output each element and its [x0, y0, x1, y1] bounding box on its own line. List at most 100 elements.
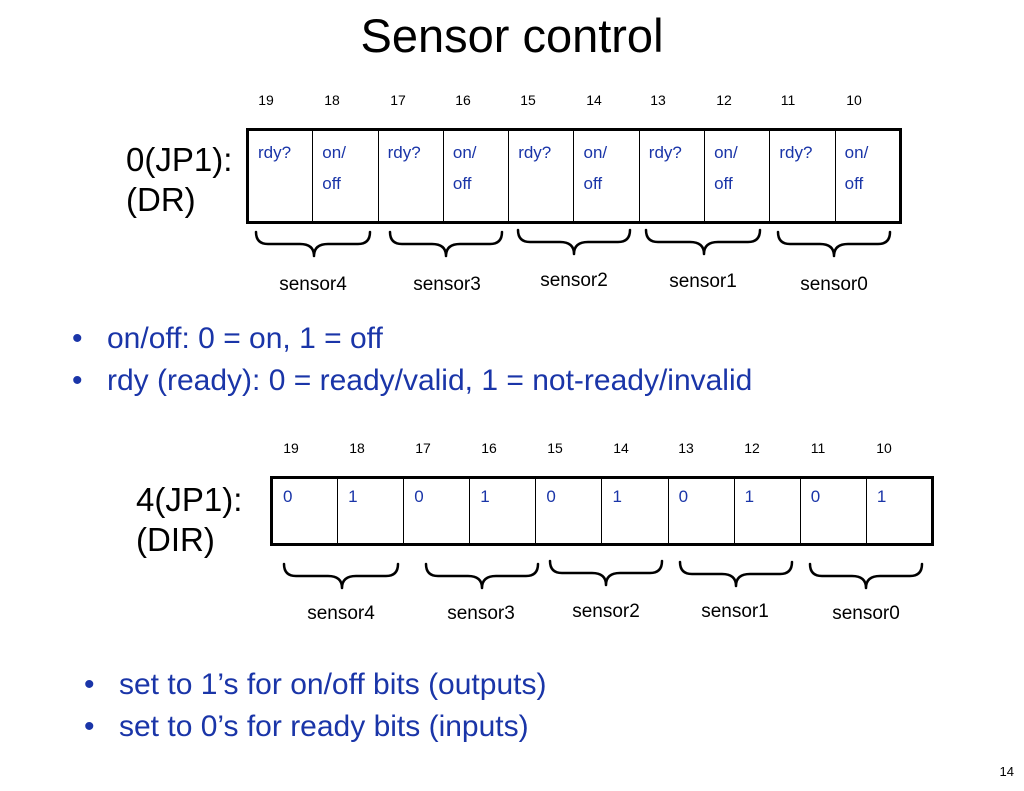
- register1-table: rdy? on/off rdy? on/off rdy? on/off rdy?…: [246, 128, 902, 224]
- cell-line: rdy?: [387, 143, 421, 162]
- cell-line: off: [583, 174, 603, 193]
- sensor-label: sensor2: [540, 270, 608, 291]
- brace-sensor1: [678, 560, 794, 588]
- cell-line: on/: [322, 143, 346, 162]
- bullet-text: set to 0’s for ready bits (inputs): [119, 710, 529, 743]
- brace-sensor4: [282, 562, 400, 590]
- bullet-item: • set to 0’s for ready bits (inputs): [84, 706, 546, 748]
- sensor-label: sensor0: [800, 274, 868, 295]
- bullet-item: • rdy (ready): 0 = ready/valid, 1 = not-r…: [72, 360, 752, 402]
- bit-number: 10: [876, 440, 892, 456]
- register2-cell: 0: [535, 477, 603, 545]
- cell-value: 0: [414, 487, 424, 506]
- register1-address: 0(JP1):: [126, 141, 233, 178]
- register1-cell: on/off: [573, 129, 640, 223]
- bullet-item: • set to 1’s for on/off bits (outputs): [84, 664, 546, 706]
- register2-label: 4(JP1): (DIR): [136, 480, 242, 560]
- bullet-text: set to 1’s for on/off bits (outputs): [119, 668, 547, 701]
- cell-value: 0: [810, 487, 821, 506]
- bullet-item: •on/off: 0 = on, 1 = off: [72, 318, 752, 360]
- bullet-list-2: • set to 1’s for on/off bits (outputs) • s…: [84, 664, 546, 748]
- register1-cell: on/off: [704, 129, 771, 223]
- brace-sensor2: [516, 228, 632, 256]
- brace-sensor0: [776, 230, 892, 258]
- bit-number: 19: [283, 440, 299, 456]
- cell-value: 0: [678, 487, 689, 506]
- register2-cell: 1: [337, 477, 405, 545]
- page-number: 14: [999, 764, 1014, 779]
- bit-number: 15: [520, 92, 536, 108]
- register2-cell: 0: [270, 477, 339, 545]
- register2-table: 0 1 0 1 0 1 0 1 0 1: [270, 476, 934, 546]
- bit-number: 15: [547, 440, 563, 456]
- cell-value: 1: [876, 487, 887, 506]
- bit-number: 16: [455, 92, 471, 108]
- bit-number: 14: [586, 92, 602, 108]
- register2-cell: 0: [799, 477, 867, 545]
- brace-sensor3: [388, 230, 504, 258]
- register2-cell: 1: [865, 477, 934, 545]
- sensor-label: sensor0: [832, 603, 900, 624]
- cell-line: rdy?: [258, 143, 292, 162]
- bullet-text: on/off: 0 = on, 1 = off: [107, 322, 383, 355]
- cell-value: 0: [283, 487, 293, 506]
- register1-cell: rdy?: [638, 129, 706, 223]
- cell-line: rdy?: [779, 143, 813, 162]
- cell-line: on/: [844, 143, 869, 162]
- bit-number: 17: [390, 92, 406, 108]
- cell-line: on/: [452, 143, 477, 162]
- cell-line: on/: [714, 143, 738, 162]
- sensor-label: sensor1: [701, 601, 769, 622]
- cell-value: 1: [744, 487, 755, 506]
- cell-line: on/: [583, 143, 608, 162]
- bit-number: 18: [324, 92, 340, 108]
- sensor-label: sensor3: [413, 274, 481, 295]
- bullet-dot: •: [84, 710, 95, 743]
- cell-line: off: [322, 174, 341, 193]
- bit-number: 10: [846, 92, 862, 108]
- cell-value: 1: [612, 487, 622, 506]
- bit-number: 13: [650, 92, 666, 108]
- bullet-text: rdy (ready): 0 = ready/valid, 1 = not-re…: [107, 364, 753, 397]
- cell-line: off: [844, 174, 864, 193]
- bit-number: 11: [810, 440, 826, 456]
- bullet-list-1: •on/off: 0 = on, 1 = off • rdy (ready): 0…: [72, 318, 752, 402]
- register1-cell: rdy?: [508, 129, 575, 223]
- register1-label: 0(JP1): (DR): [126, 140, 232, 220]
- brace-sensor2: [548, 559, 664, 587]
- bit-number: 17: [415, 440, 431, 456]
- slide-title: Sensor control: [360, 9, 664, 62]
- bullet-dot: •: [72, 364, 83, 397]
- register1-cell: rdy?: [769, 129, 836, 223]
- cell-line: rdy?: [518, 143, 552, 162]
- cell-line: off: [714, 174, 733, 193]
- bit-number: 11: [780, 92, 796, 108]
- bit-number: 16: [481, 440, 497, 456]
- sensor-label: sensor3: [447, 603, 515, 624]
- bit-number: 14: [613, 440, 629, 456]
- brace-sensor3: [424, 562, 540, 590]
- register2-cell: 0: [667, 477, 735, 545]
- bullet-dot: •: [84, 668, 95, 701]
- register2-address: 4(JP1):: [136, 481, 243, 518]
- register2-name: (DIR): [136, 521, 215, 558]
- brace-sensor4: [254, 230, 372, 258]
- bit-number: 18: [349, 440, 365, 456]
- register2-cell: 1: [733, 477, 801, 545]
- cell-value: 1: [480, 487, 490, 506]
- cell-line: off: [452, 174, 472, 193]
- register1-cell: on/off: [442, 129, 510, 223]
- bit-number: 19: [258, 92, 274, 108]
- register1-cell: on/off: [834, 129, 902, 223]
- cell-value: 0: [546, 487, 556, 506]
- sensor-label: sensor2: [572, 601, 640, 622]
- sensor-label: sensor4: [307, 603, 375, 624]
- sensor-label: sensor1: [669, 271, 737, 292]
- register1-name: (DR): [126, 181, 196, 218]
- cell-value: 1: [348, 487, 358, 506]
- bit-number: 12: [716, 92, 732, 108]
- register1-cell: rdy?: [246, 129, 314, 223]
- brace-sensor1: [644, 228, 762, 256]
